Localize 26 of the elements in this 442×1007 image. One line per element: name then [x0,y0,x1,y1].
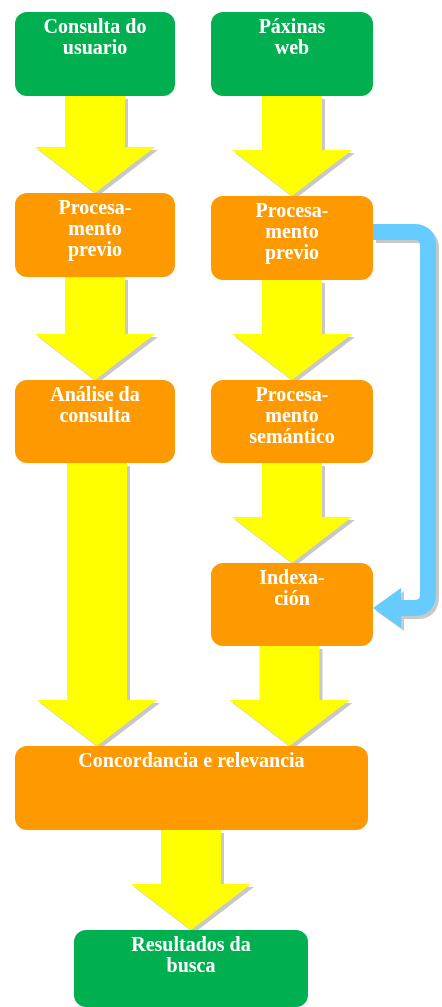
box-label: Concordancia e relevancia [77,750,306,771]
block-arrow [232,280,352,380]
block-arrow [131,830,251,930]
block-arrow [37,463,157,746]
terminal-box [211,12,373,96]
process-box [211,380,373,463]
box-label: Análise da consulta [49,384,141,426]
box-label: Indexa- ción [258,567,326,609]
process-box [15,193,175,277]
block-arrow [232,96,352,196]
box-label: Procesa- mento previo [57,197,133,260]
box-label: Páxinas web [257,16,327,58]
block-arrow [229,646,350,746]
block-arrow [232,463,352,563]
process-box [15,380,175,463]
terminal-box [15,12,175,96]
terminal-box [74,930,308,1007]
process-box [15,746,368,830]
process-box [211,196,373,280]
block-arrow [35,96,155,193]
process-box [211,563,373,646]
block-arrow [35,277,155,380]
box-label: Procesa- mento semántico [248,384,336,447]
box-label: Procesa- mento previo [254,200,330,263]
box-label: Consulta do usuario [42,16,148,58]
box-label: Resultados da busca [130,934,252,976]
